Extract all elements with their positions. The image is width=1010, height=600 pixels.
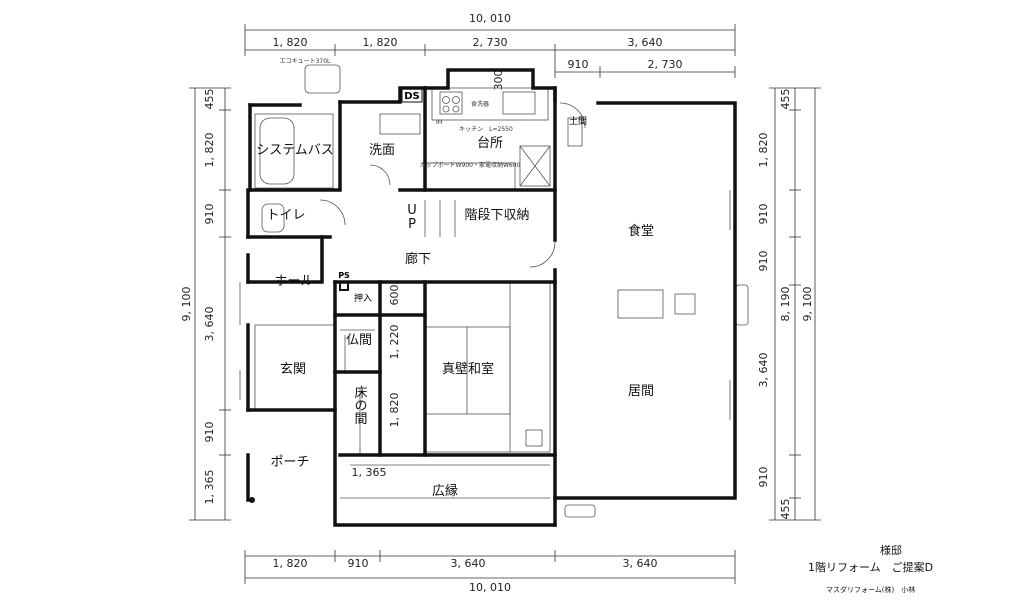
dim-top-bump: 300 xyxy=(492,70,505,91)
room-hall: ホール xyxy=(274,274,313,289)
label-ps: PS xyxy=(338,271,350,280)
room-doma: 土間 xyxy=(569,115,587,127)
dim-right-6: 910 xyxy=(757,467,770,488)
dim-bottom-3: 3, 640 xyxy=(451,557,486,570)
owner-label: 様邸 xyxy=(880,544,902,557)
dim-top-3: 2, 730 xyxy=(473,36,508,49)
dim-top-1: 1, 820 xyxy=(273,36,308,49)
room-porch: ポーチ xyxy=(270,455,309,470)
note-dishwasher: 食洗器 xyxy=(471,100,489,108)
note-kitchen-size: キッチン L=2550 xyxy=(459,126,513,133)
room-washitsu: 真壁和室 xyxy=(442,361,494,377)
dim-left-6: 1, 365 xyxy=(203,470,216,505)
room-entrance: 玄関 xyxy=(280,362,306,377)
vertical-room-labels: 床の間 xyxy=(352,386,368,426)
dim-right-5: 3, 640 xyxy=(757,353,770,388)
dim-int-4: 1, 365 xyxy=(352,466,387,479)
room-labels: システムバス 洗面 台所 トイレ ホール 廊下 玄関 ポーチ 仏間 真壁和室 広… xyxy=(256,136,654,499)
dim-left-2: 1, 820 xyxy=(203,133,216,168)
proposal-label: 1階リフォーム ご提案D xyxy=(808,561,934,574)
company-label: マスダリフォーム(株) 小林 xyxy=(826,586,916,594)
room-closet: 押入 xyxy=(354,292,372,304)
dim-int-2: 1, 220 xyxy=(388,325,401,360)
label-ds: DS xyxy=(404,91,420,102)
dim-left-5: 910 xyxy=(203,422,216,443)
dim-right-4: 910 xyxy=(757,251,770,272)
room-altar: 仏間 xyxy=(346,333,372,348)
room-tokonoma: 床の間 xyxy=(352,386,368,426)
dimension-labels: 10, 010 1, 820 1, 820 2, 730 3, 640 910 … xyxy=(180,12,814,594)
room-engawa: 広縁 xyxy=(432,483,458,499)
porch-post xyxy=(249,497,255,503)
dim-right-2: 1, 820 xyxy=(757,133,770,168)
dim-left-1: 455 xyxy=(203,89,216,110)
dim-left-total: 9, 100 xyxy=(180,287,193,322)
dim-right-1: 455 xyxy=(779,89,792,110)
room-toilet: トイレ xyxy=(266,208,305,223)
walls xyxy=(246,68,737,527)
room-dining: 食堂 xyxy=(628,223,654,239)
note-cupboard: カップボードW900・家電収納W600 xyxy=(420,161,521,169)
dim-top-4: 3, 640 xyxy=(628,36,663,49)
room-living: 居間 xyxy=(628,384,654,399)
dim-left-4: 3, 640 xyxy=(203,307,216,342)
dim-top-total: 10, 010 xyxy=(469,12,511,25)
fixture-notes: エコキュート370L 食洗器 IH キッチン L=2550 カップボードW900… xyxy=(280,58,521,169)
room-corridor: 廊下 xyxy=(405,251,431,267)
dimension-lines xyxy=(189,24,821,584)
dim-bottom-total: 10, 010 xyxy=(469,581,511,594)
dim-bottom-1: 1, 820 xyxy=(273,557,308,570)
ps-box xyxy=(339,281,349,291)
dim-bottom-4: 3, 640 xyxy=(623,557,658,570)
dim-right-total: 9, 100 xyxy=(801,287,814,322)
stair-up-p: P xyxy=(408,217,416,232)
stair-up-u: U xyxy=(407,203,417,218)
note-ecocute: エコキュート370L xyxy=(280,58,331,65)
dim-int-3: 1, 820 xyxy=(388,393,401,428)
room-washroom: 洗面 xyxy=(369,143,395,158)
dim-right-7: 455 xyxy=(779,499,792,520)
dim-int-1: 600 xyxy=(388,285,401,306)
ds-box xyxy=(401,87,423,103)
dim-bottom-2: 910 xyxy=(348,557,369,570)
note-ih: IH xyxy=(436,119,442,126)
room-kitchen: 台所 xyxy=(477,136,503,151)
room-stair-storage: 階段下収納 xyxy=(464,208,529,223)
dim-right-middle: 8, 190 xyxy=(779,287,792,322)
dim-right-3: 910 xyxy=(757,204,770,225)
room-bath: システムバス xyxy=(256,143,334,158)
dim-top-inner-2: 2, 730 xyxy=(648,58,683,71)
dim-top-inner-1: 910 xyxy=(568,58,589,71)
dim-top-2: 1, 820 xyxy=(363,36,398,49)
dim-left-3: 910 xyxy=(203,204,216,225)
